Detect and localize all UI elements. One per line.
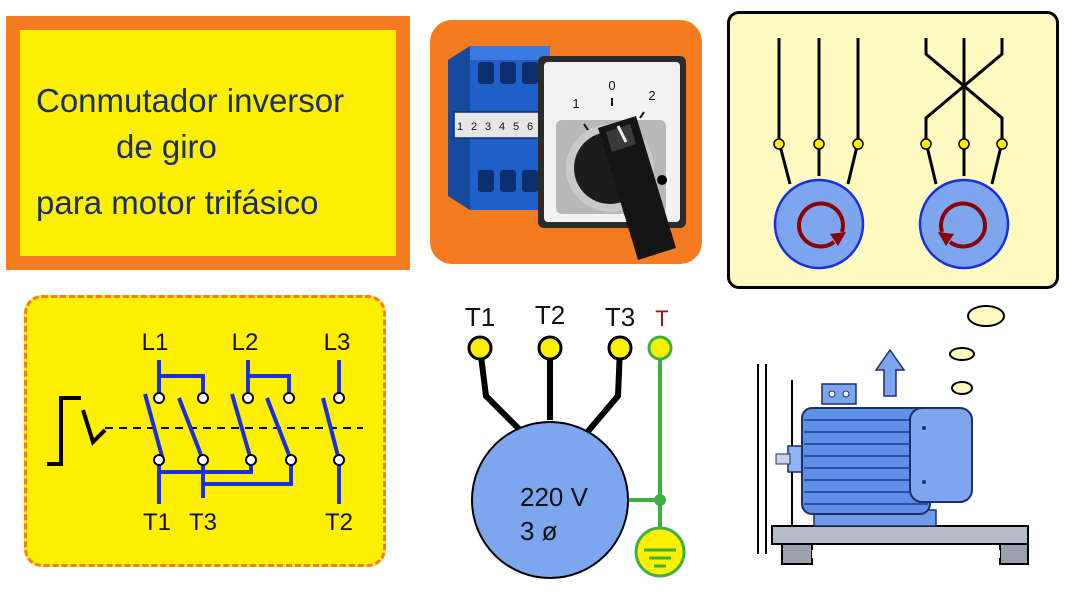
position-ticks bbox=[583, 98, 645, 131]
motor-connection-diagram: T1 T2 T3 T 220 V 3 ø bbox=[465, 300, 686, 579]
selector-switch-illustration: 1 2 3 4 5 6 1 0 2 bbox=[448, 46, 686, 260]
title-line-1: Conmutador inversor bbox=[36, 82, 345, 119]
switch-wiring bbox=[143, 360, 341, 504]
contact-label: 3 bbox=[485, 121, 491, 133]
counterclockwise-arrow-icon bbox=[938, 232, 954, 246]
motor-forward bbox=[773, 178, 865, 270]
rotary-actuator-symbol bbox=[47, 396, 107, 466]
selector-switch-photo-panel: 1 2 3 4 5 6 1 0 2 bbox=[430, 20, 702, 264]
title-box: Conmutador inversor de giro para motor t… bbox=[20, 30, 396, 256]
label-t3: T3 bbox=[189, 509, 217, 536]
terminal-labels: T1 T2 T3 T bbox=[465, 300, 669, 332]
label-t3: T3 bbox=[605, 302, 635, 332]
ground-icon bbox=[634, 526, 686, 578]
ground-junction bbox=[654, 494, 666, 506]
title-line-3: para motor trifásico bbox=[36, 184, 319, 221]
rotation-direction-diagram bbox=[773, 38, 1010, 270]
ground-terminal bbox=[647, 335, 673, 361]
forward-terminals bbox=[773, 138, 864, 150]
switch-schematic-panel: L1 L2 L3 T1 T3 T2 bbox=[24, 295, 386, 567]
up-arrow-icon bbox=[874, 348, 906, 397]
electric-motor bbox=[775, 383, 973, 515]
contact-numbers: 1 2 3 4 5 6 bbox=[457, 121, 533, 133]
motor-voltage: 220 V bbox=[520, 482, 589, 512]
motor-machine-illustration bbox=[757, 305, 1029, 565]
switch-contacts bbox=[153, 392, 345, 466]
position-label-2: 2 bbox=[648, 88, 655, 103]
motor-phase: 3 ø bbox=[520, 516, 558, 546]
label-ground: T bbox=[655, 306, 668, 331]
title-line-2: de giro bbox=[116, 128, 217, 165]
terminal-labels: T1 T3 T2 bbox=[143, 509, 353, 536]
thought-bubbles bbox=[949, 305, 1005, 395]
clockwise-arrow-icon bbox=[830, 232, 846, 246]
contact-label: 6 bbox=[527, 121, 533, 133]
position-labels: 1 0 2 bbox=[572, 78, 655, 111]
label-l3: L3 bbox=[324, 329, 351, 356]
position-label-0: 0 bbox=[608, 78, 615, 93]
label-l2: L2 bbox=[232, 329, 259, 356]
rotary-knob bbox=[598, 116, 676, 260]
motor-machine-panel bbox=[742, 296, 1052, 578]
label-t1: T1 bbox=[143, 509, 171, 536]
reverse-terminals bbox=[920, 138, 1008, 150]
reverse-wiring bbox=[924, 38, 1004, 185]
terminal-dots bbox=[467, 335, 633, 361]
motor-circle bbox=[471, 421, 629, 579]
rotation-direction-panel bbox=[727, 11, 1059, 289]
contact-label: 2 bbox=[471, 121, 477, 133]
label-t2: T2 bbox=[325, 509, 353, 536]
contact-label: 1 bbox=[457, 121, 463, 133]
title-panel: Conmutador inversor de giro para motor t… bbox=[6, 16, 410, 270]
contact-label: 5 bbox=[513, 121, 519, 133]
label-t1: T1 bbox=[465, 302, 495, 332]
motor-connection-panel: T1 T2 T3 T 220 V 3 ø bbox=[446, 296, 710, 592]
position-label-1: 1 bbox=[572, 96, 579, 111]
contact-label: 4 bbox=[499, 121, 505, 133]
switch-schematic: L1 L2 L3 T1 T3 T2 bbox=[47, 329, 363, 536]
forward-wiring bbox=[777, 38, 860, 185]
machine-base bbox=[771, 525, 1029, 565]
motor-reverse bbox=[918, 178, 1010, 270]
label-t2: T2 bbox=[535, 300, 565, 330]
label-l1: L1 bbox=[142, 329, 169, 356]
line-labels: L1 L2 L3 bbox=[142, 329, 351, 356]
contact-blocks bbox=[448, 46, 551, 210]
